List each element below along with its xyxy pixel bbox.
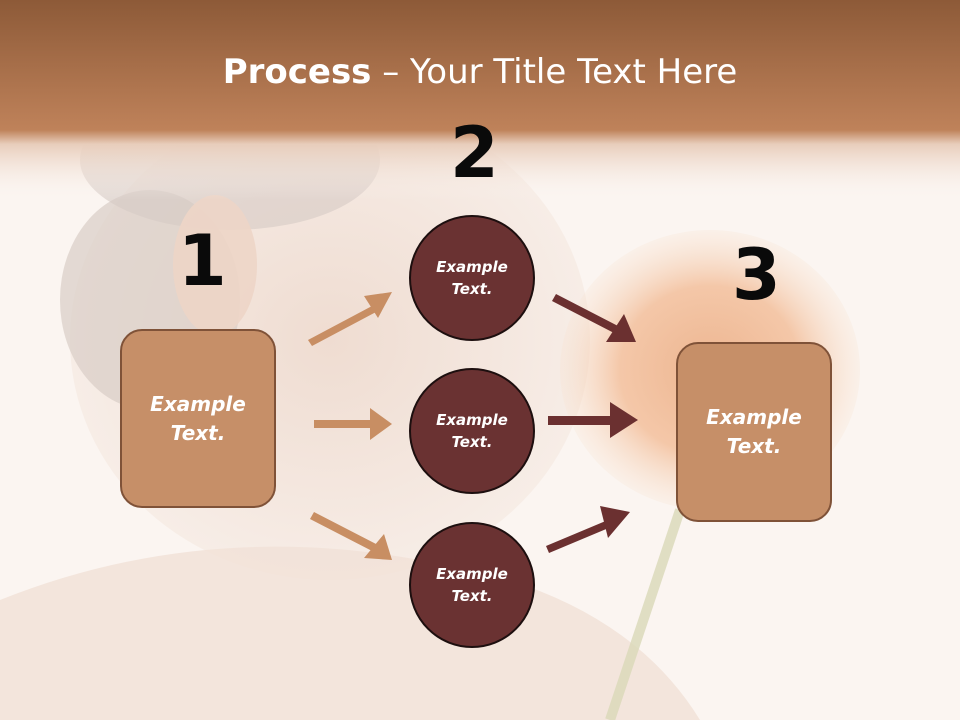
step-number-1: 1 xyxy=(178,220,227,302)
page-title: Process – Your Title Text Here xyxy=(222,52,738,92)
arrow-middle-to-right xyxy=(548,402,638,438)
arrow-left-to-middle xyxy=(314,408,392,440)
arrow-left-to-top xyxy=(308,292,392,346)
step-number-3: 3 xyxy=(732,234,781,316)
arrow-bottom-to-right xyxy=(546,506,630,553)
arrow-left-to-bottom xyxy=(310,512,392,560)
step-number-2: 2 xyxy=(450,112,499,194)
arrow-top-to-right xyxy=(552,294,636,342)
